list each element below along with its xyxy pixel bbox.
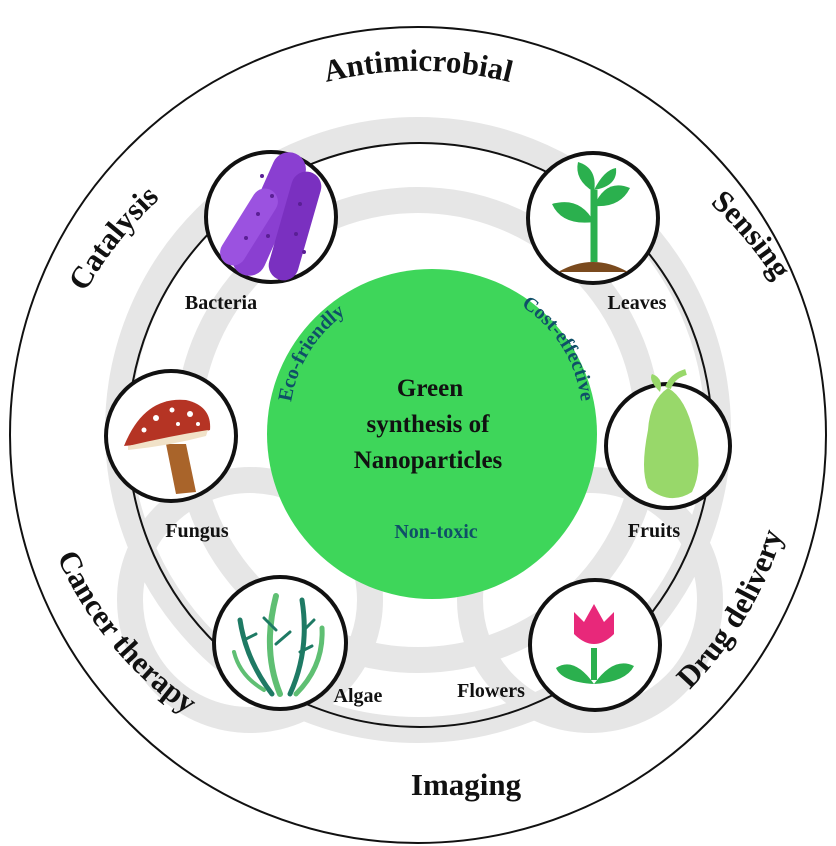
property-non-toxic: Non-toxic bbox=[394, 521, 477, 543]
center-title-line-3: Nanoparticles bbox=[354, 447, 503, 474]
label-imaging: Imaging bbox=[411, 767, 522, 802]
center-title-line-1: Green bbox=[397, 375, 463, 402]
source-label-bacteria: Bacteria bbox=[185, 292, 257, 314]
label-sensing: Sensing bbox=[705, 183, 799, 285]
source-label-algae: Algae bbox=[334, 685, 383, 707]
source-label-leaves: Leaves bbox=[608, 292, 667, 314]
source-node-bacteria: Bacteria bbox=[185, 147, 336, 314]
source-label-fungus: Fungus bbox=[165, 520, 229, 542]
source-label-flowers: Flowers bbox=[457, 680, 525, 702]
source-label-fruits: Fruits bbox=[628, 520, 680, 542]
center-title-line-2: synthesis of bbox=[367, 411, 491, 438]
label-antimicrobial: Antimicrobial bbox=[320, 43, 517, 89]
